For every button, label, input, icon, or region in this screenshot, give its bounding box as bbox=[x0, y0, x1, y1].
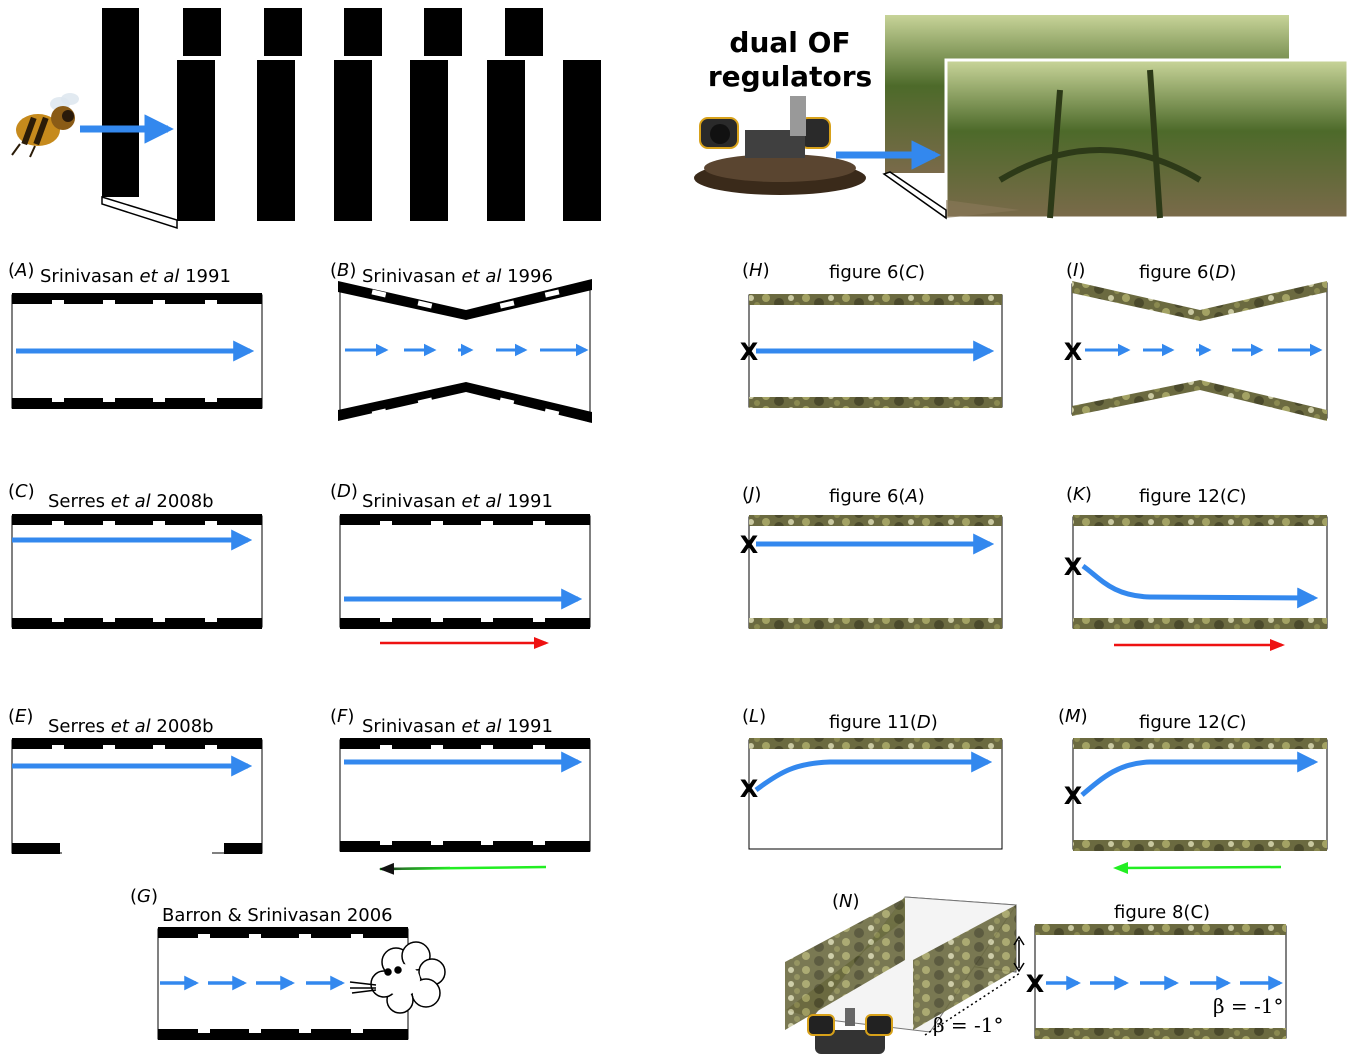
stripe-back-1 bbox=[183, 8, 221, 56]
panel-h-figure-ref: figure 6(C) bbox=[829, 262, 925, 283]
panel-k: (K) figure 12(C) X bbox=[1064, 484, 1328, 651]
robot-path-l bbox=[754, 751, 993, 793]
start-marker-n: X bbox=[1026, 970, 1045, 998]
panel-i: (I) figure 6(D) X bbox=[1064, 260, 1328, 421]
stripe-side-6 bbox=[563, 60, 601, 221]
robot-path-k bbox=[1081, 563, 1319, 609]
wall-b-top-right bbox=[466, 279, 592, 320]
panel-f-citation: Srinivasan et al 1991 bbox=[362, 716, 553, 737]
wall-motion-arrow-m bbox=[1113, 862, 1128, 874]
wall-b-bottom-right bbox=[466, 382, 592, 423]
wall-motion-arrow-f bbox=[379, 862, 451, 875]
tunnel-d bbox=[339, 515, 591, 628]
stripe-side-5 bbox=[487, 60, 525, 221]
wind-cloud-icon bbox=[349, 941, 446, 1014]
panel-n: (N) β = -1° figure 8(C) X β = -1° bbox=[785, 891, 1287, 1054]
panel-i-figure-ref: figure 6(D) bbox=[1139, 262, 1236, 283]
panel-m: (M) figure 12(C) X bbox=[1058, 706, 1328, 874]
tunnel-floor-edge bbox=[101, 195, 178, 230]
start-marker-k: X bbox=[1064, 553, 1083, 581]
robot-forest-illustration: dual OF regulators bbox=[694, 13, 1350, 220]
bee-tunnel-illustration bbox=[11, 8, 601, 230]
wall-b-bottom-left bbox=[338, 382, 466, 421]
stripe-side-4 bbox=[410, 60, 448, 221]
bee-icon bbox=[11, 93, 79, 158]
panel-g-label: (G) bbox=[130, 886, 158, 907]
panel-n-label: (N) bbox=[832, 891, 860, 912]
stripe-back-2 bbox=[264, 8, 302, 56]
panel-k-figure-ref: figure 12(C) bbox=[1139, 486, 1247, 507]
panel-g-citation: Barron & Srinivasan 2006 bbox=[162, 905, 393, 926]
panel-e-label: (E) bbox=[8, 706, 33, 727]
panel-g: (G) Barron & Srinivasan 2006 bbox=[130, 886, 446, 1040]
start-marker-l: X bbox=[740, 775, 759, 803]
corridor-wall-left-3d bbox=[785, 898, 905, 1030]
slope-label: β = -1° bbox=[1213, 994, 1284, 1018]
panel-d-citation: Srinivasan et al 1991 bbox=[362, 491, 553, 512]
panel-h-label: (H) bbox=[742, 260, 770, 281]
corridor-l bbox=[748, 739, 1003, 850]
panel-k-label: (K) bbox=[1066, 484, 1092, 505]
panel-n-figure-ref: figure 8(C) bbox=[1114, 902, 1210, 923]
stripe-side-1 bbox=[177, 60, 215, 221]
stripe-back-4 bbox=[424, 8, 462, 56]
panel-c-label: (C) bbox=[8, 481, 35, 502]
panel-a-label: (A) bbox=[8, 260, 34, 281]
hovercraft-icon bbox=[694, 96, 866, 195]
panel-m-label: (M) bbox=[1058, 706, 1088, 727]
panel-l: (L) figure 11(D) X bbox=[740, 706, 1003, 850]
corridor-wall-right-3d bbox=[913, 905, 1016, 1030]
robot-title-line1: dual OF bbox=[729, 26, 850, 59]
panel-d-label: (D) bbox=[330, 481, 358, 502]
tunnel-c bbox=[11, 515, 263, 628]
robot-path-m bbox=[1080, 751, 1319, 797]
stripe-side-2 bbox=[257, 60, 295, 221]
tunnel-f bbox=[339, 739, 591, 852]
wall-a-bottom bbox=[12, 398, 262, 409]
panel-e: (E) Serres et al 2008b bbox=[8, 706, 263, 856]
panel-m-figure-ref: figure 12(C) bbox=[1139, 712, 1247, 733]
panel-b-label: (B) bbox=[330, 260, 356, 281]
panorama-edge-line bbox=[882, 171, 947, 220]
forest-panorama-front bbox=[944, 58, 1350, 220]
stripe-front-bar bbox=[102, 8, 139, 197]
panel-d: (D) Srinivasan et al 1991 bbox=[330, 481, 591, 649]
panel-f: (F) Srinivasan et al 1991 bbox=[330, 706, 591, 875]
panel-f-label: (F) bbox=[330, 706, 354, 727]
panel-a-citation: Srinivasan et al 1991 bbox=[40, 266, 231, 287]
wall-b-top-left bbox=[338, 281, 466, 320]
panel-h: (H) figure 6(C) X bbox=[740, 260, 1003, 408]
panel-b-citation: Srinivasan et al 1996 bbox=[362, 266, 553, 287]
start-marker-h: X bbox=[740, 338, 759, 366]
start-marker-m: X bbox=[1064, 782, 1083, 810]
panel-e-citation: Serres et al 2008b bbox=[48, 716, 214, 737]
panel-j: (J) figure 6(A) X bbox=[740, 484, 1003, 629]
panel-c: (C) Serres et al 2008b bbox=[8, 481, 263, 629]
panel-j-label: (J) bbox=[742, 484, 761, 505]
slope-label-3d: β = -1° bbox=[933, 1013, 1004, 1037]
corridor-j bbox=[748, 516, 1003, 629]
robot-title-line2: regulators bbox=[708, 60, 872, 93]
panel-j-figure-ref: figure 6(A) bbox=[829, 486, 925, 507]
panel-i-label: (I) bbox=[1066, 260, 1085, 281]
panel-c-citation: Serres et al 2008b bbox=[48, 491, 214, 512]
panel-b: (B) Srinivasan et al 1996 bbox=[330, 260, 592, 423]
panel-l-label: (L) bbox=[742, 706, 766, 727]
start-marker-j: X bbox=[740, 531, 759, 559]
panel-l-figure-ref: figure 11(D) bbox=[829, 712, 938, 733]
tunnel-e bbox=[11, 739, 263, 854]
stripe-back-3 bbox=[344, 8, 382, 56]
corridor-k bbox=[1072, 516, 1328, 629]
start-marker-i: X bbox=[1064, 338, 1083, 366]
panel-a: (A) Srinivasan et al 1991 bbox=[8, 260, 263, 409]
hovercraft-3d-icon bbox=[807, 1008, 893, 1054]
stripe-back-5 bbox=[505, 8, 543, 56]
wall-a-top bbox=[12, 293, 262, 304]
corridor-m bbox=[1072, 739, 1328, 850]
stripe-side-3 bbox=[334, 60, 372, 221]
